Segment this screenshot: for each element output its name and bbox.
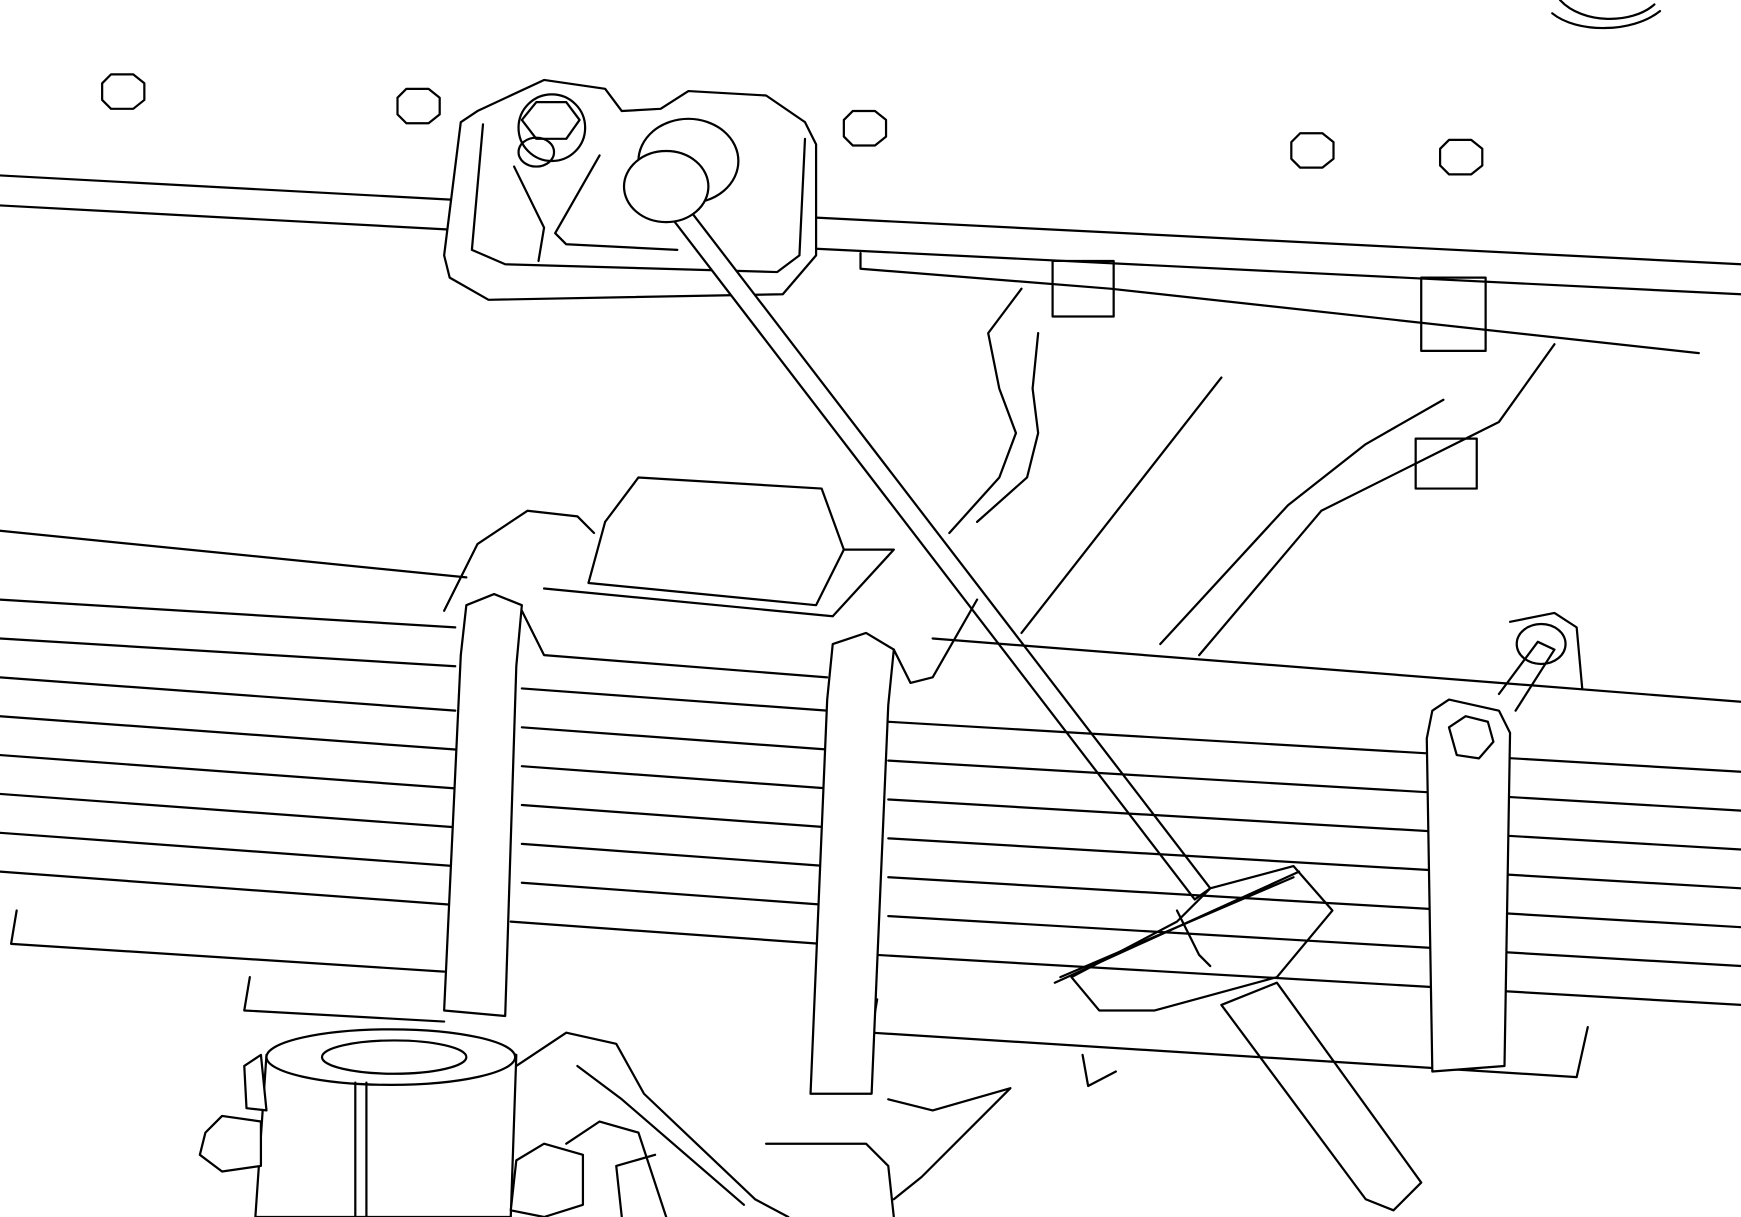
leaf-spring-stack xyxy=(0,529,1741,1088)
spring-leaves xyxy=(0,598,1741,1088)
rivets xyxy=(101,73,1484,176)
torque-wrench xyxy=(622,117,1423,1212)
frame-rail xyxy=(0,0,1741,355)
u-bolts-and-saddle xyxy=(443,476,979,1095)
spring-eye-shackle xyxy=(1425,611,1584,1073)
axle-housing xyxy=(198,1028,1012,1217)
spring-hanger-lower xyxy=(948,259,1556,657)
